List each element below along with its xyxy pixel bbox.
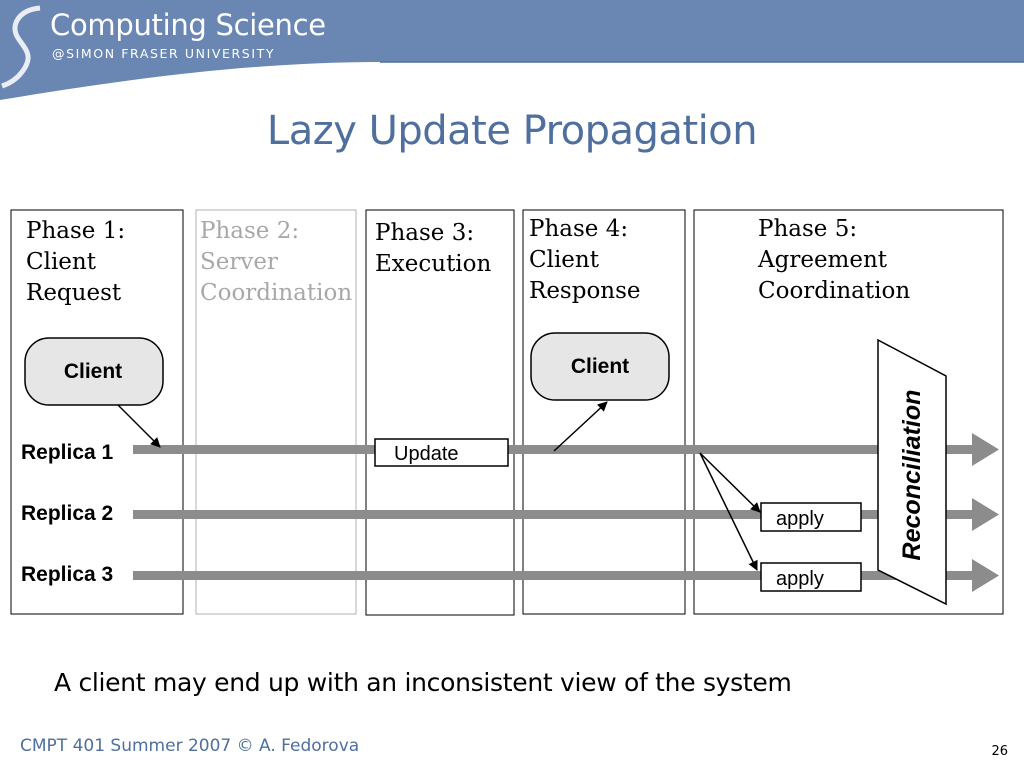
brand-title: Computing Science [50, 8, 326, 42]
svg-text:Phase 1: Client Reques: Phase 1: Client Request [26, 218, 132, 306]
phase-1-panel [10, 209, 184, 615]
response-arrow [553, 401, 608, 452]
phase-4-line-3: Response [529, 278, 641, 304]
slide-caption: A client may end up with an inconsistent… [54, 668, 792, 697]
reconciliation-label: Reconciliation [898, 390, 926, 561]
swoosh-s-icon [1, 5, 41, 89]
client-1-node [24, 337, 164, 406]
apply-box-replica-3 [760, 562, 862, 592]
svg-text:Phase 3: Execution: Phase 3: Execution [375, 220, 492, 277]
replica-3-label: Replica 3 [21, 563, 113, 586]
propagate-arrow-replica-3 [699, 452, 758, 571]
phase-5-line-1: Phase 5: [758, 216, 857, 242]
client-2-node [530, 332, 670, 401]
replica-1-timeline [133, 433, 999, 466]
phase-3-line-1: Phase 3: [375, 220, 474, 246]
phase-4-line-2: Client [529, 247, 600, 273]
update-box [374, 438, 509, 467]
brand-subtitle: @SIMON FRASER UNIVERSITY [52, 46, 276, 61]
update-label: Update [394, 443, 459, 465]
propagate-arrow-replica-2 [699, 452, 761, 513]
phase-1-line-2: Client [26, 249, 97, 275]
phase-1-line-1: Phase 1: [26, 218, 125, 244]
apply-label-replica-2: apply [776, 508, 824, 530]
svg-text:Phase 2: Server Coordi: Phase 2: Server Coordination [200, 218, 352, 306]
apply-box-replica-2 [760, 502, 862, 532]
request-arrow [117, 404, 161, 448]
phase-5-line-2: Agreement [757, 247, 888, 273]
phase-2-panel [195, 209, 357, 615]
phase-4-line-1: Phase 4: [529, 216, 628, 242]
phase-5-line-3: Coordination [758, 278, 910, 304]
client-1-label: Client [64, 360, 122, 383]
replica-2-label: Replica 2 [21, 502, 113, 525]
slide-title: Lazy Update Propagation [266, 108, 758, 154]
phase-3-panel [365, 209, 515, 616]
svg-text:Phase 5: Agreement Coo: Phase 5: Agreement Coordination [757, 216, 910, 304]
phase-3-line-2: Execution [375, 251, 492, 277]
phase-1-line-3: Request [26, 280, 122, 306]
page-number: 26 [991, 744, 1008, 759]
header-band: Computing Science @SIMON FRASER UNIVERSI… [0, 0, 1024, 100]
footer-credit: CMPT 401 Summer 2007 © A. Fedorova [20, 736, 360, 756]
apply-label-replica-3: apply [776, 568, 824, 590]
phase-2-line-1: Phase 2: [200, 218, 299, 244]
client-2-label: Client [571, 355, 629, 378]
reconciliation-block [877, 338, 947, 606]
replica-3-timeline [133, 559, 999, 592]
replica-1-label: Replica 1 [21, 441, 114, 464]
phase-4-panel [522, 209, 686, 615]
header-background [0, 0, 1024, 100]
phase-2-line-3: Coordination [200, 280, 352, 306]
svg-text:Phase 4: Client Respon: Phase 4: Client Response [529, 216, 641, 304]
replica-2-timeline [133, 498, 999, 531]
phase-2-line-2: Server [200, 249, 278, 275]
